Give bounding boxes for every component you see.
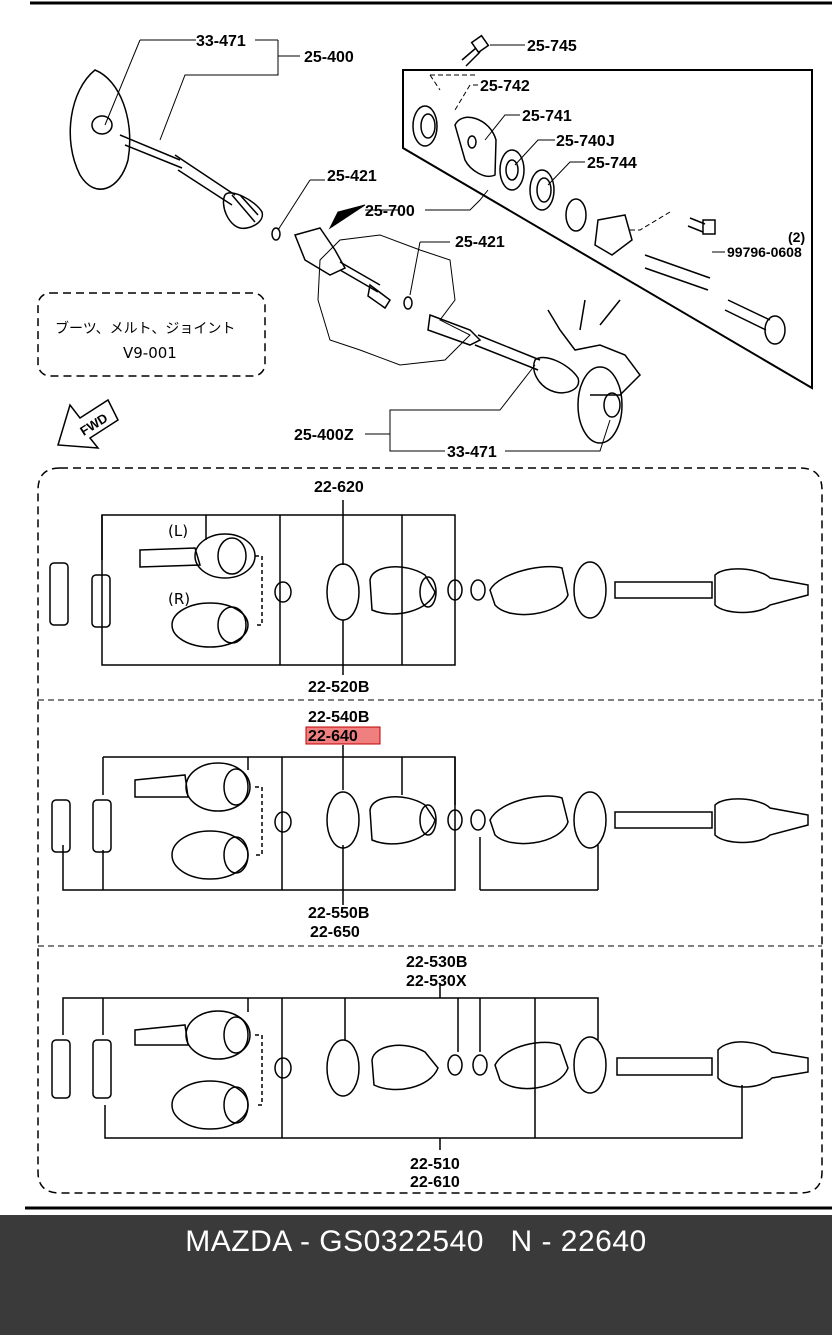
bolt-25-745 [461, 34, 490, 67]
label-22-550b: 22-550B [308, 905, 369, 922]
parts-box [402, 69, 813, 390]
label-22-510: 22-510 [410, 1156, 460, 1173]
label-25-744: 25-744 [587, 155, 637, 172]
kit-section-outline [37, 467, 823, 1194]
parts-diagram: 33-471 25-400 25-745 25-742 25-741 25-74… [25, 1, 832, 1210]
label-22-540b: 22-540B [308, 709, 369, 726]
label-22-620: 22-620 [314, 479, 364, 496]
label-25-740j: 25-740J [556, 133, 615, 150]
label-99796-qty: (2) [788, 229, 805, 245]
wheel-hub-left [69, 69, 131, 190]
label-33-471-bottom: 33-471 [447, 444, 497, 461]
label-25-700: 25-700 [365, 203, 415, 220]
label-side-l: (L) [168, 522, 188, 540]
label-25-742: 25-742 [480, 78, 530, 95]
label-33-471-top: 33-471 [196, 33, 246, 50]
label-22-530x: 22-530X [406, 973, 467, 990]
label-side-r: (R) [168, 590, 190, 608]
wheel-hub-right [547, 299, 641, 444]
fwd-label: FWD [77, 410, 110, 438]
drive-shaft-right [427, 313, 580, 394]
label-25-421-a: 25-421 [327, 168, 377, 185]
fwd-arrow-icon [57, 398, 119, 449]
label-22-640: 22-640 [308, 728, 358, 745]
kit-2 [51, 745, 809, 905]
bolt-99796 [687, 217, 716, 235]
label-22-650: 22-650 [310, 924, 360, 941]
note-box [37, 292, 266, 377]
note-line-2: V9-001 [123, 344, 177, 362]
label-22-530b: 22-530B [406, 954, 467, 971]
note-line-1: ブーツ、メルト、ジョイント [55, 320, 235, 337]
label-22-520b: 22-520B [308, 679, 369, 696]
label-22-610: 22-610 [410, 1174, 460, 1191]
bearing-parts [412, 105, 786, 345]
transmission-housing [317, 234, 471, 366]
label-25-741: 25-741 [522, 108, 572, 125]
label-25-421-b: 25-421 [455, 234, 505, 251]
highlight-22-640 [305, 726, 381, 745]
label-25-745: 25-745 [527, 38, 577, 55]
intermediate-bracket [293, 227, 413, 310]
drive-shaft-left [119, 134, 281, 241]
footer-bar: MAZDA - GS0322540 N - 22640 [0, 1215, 832, 1335]
kit-1 [49, 500, 809, 675]
footer-caption: MAZDA - GS0322540 N - 22640 [185, 1225, 647, 1258]
label-25-400z: 25-400Z [294, 427, 354, 444]
label-99796-0608: 99796-0608 [727, 244, 802, 260]
kit-3 [51, 985, 809, 1150]
label-25-400: 25-400 [304, 49, 354, 66]
